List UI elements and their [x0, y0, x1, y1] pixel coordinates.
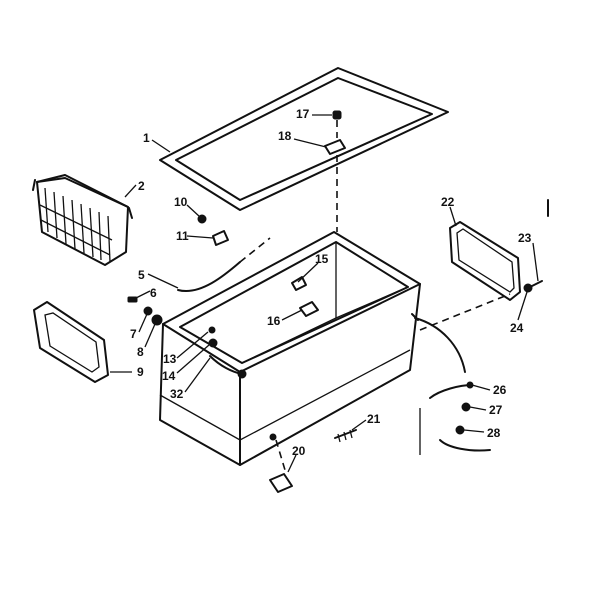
hinge-parts — [324, 110, 346, 232]
callout-22: 22 — [441, 195, 455, 209]
callout-13: 13 — [163, 352, 177, 366]
drain-fittings — [208, 326, 247, 379]
callout-5: 5 — [138, 268, 145, 282]
callout-labels: 1 2 5 6 7 8 9 10 11 13 14 15 16 17 18 20… — [130, 107, 532, 458]
power-cord — [411, 313, 491, 455]
callout-23: 23 — [518, 231, 532, 245]
lid-frame — [159, 67, 449, 211]
callout-21: 21 — [367, 412, 381, 426]
leader-lines — [110, 114, 539, 473]
back-panel — [449, 221, 543, 301]
freezer-cabinet — [159, 231, 421, 466]
callout-14: 14 — [162, 369, 176, 383]
small-hardware — [127, 214, 229, 326]
inner-parts — [291, 276, 319, 317]
callout-17: 17 — [296, 107, 310, 121]
front-grille-panel — [33, 301, 109, 383]
callout-6: 6 — [150, 286, 157, 300]
callout-18: 18 — [278, 129, 292, 143]
callout-27: 27 — [489, 403, 503, 417]
callout-7: 7 — [130, 327, 137, 341]
callout-16: 16 — [267, 314, 281, 328]
callout-28: 28 — [487, 426, 501, 440]
callout-1: 1 — [143, 131, 150, 145]
callout-11: 11 — [176, 229, 189, 243]
callout-2: 2 — [138, 179, 145, 193]
caster — [269, 429, 357, 493]
callout-10: 10 — [174, 195, 188, 209]
callout-20: 20 — [292, 444, 306, 458]
tubing — [177, 237, 271, 293]
callout-26: 26 — [493, 383, 507, 397]
callout-9: 9 — [137, 365, 144, 379]
callout-24: 24 — [510, 321, 524, 335]
callout-15: 15 — [315, 252, 329, 266]
storage-basket — [32, 174, 133, 266]
callout-8: 8 — [137, 345, 144, 359]
callout-32: 32 — [170, 387, 184, 401]
assembly-line — [419, 293, 511, 331]
